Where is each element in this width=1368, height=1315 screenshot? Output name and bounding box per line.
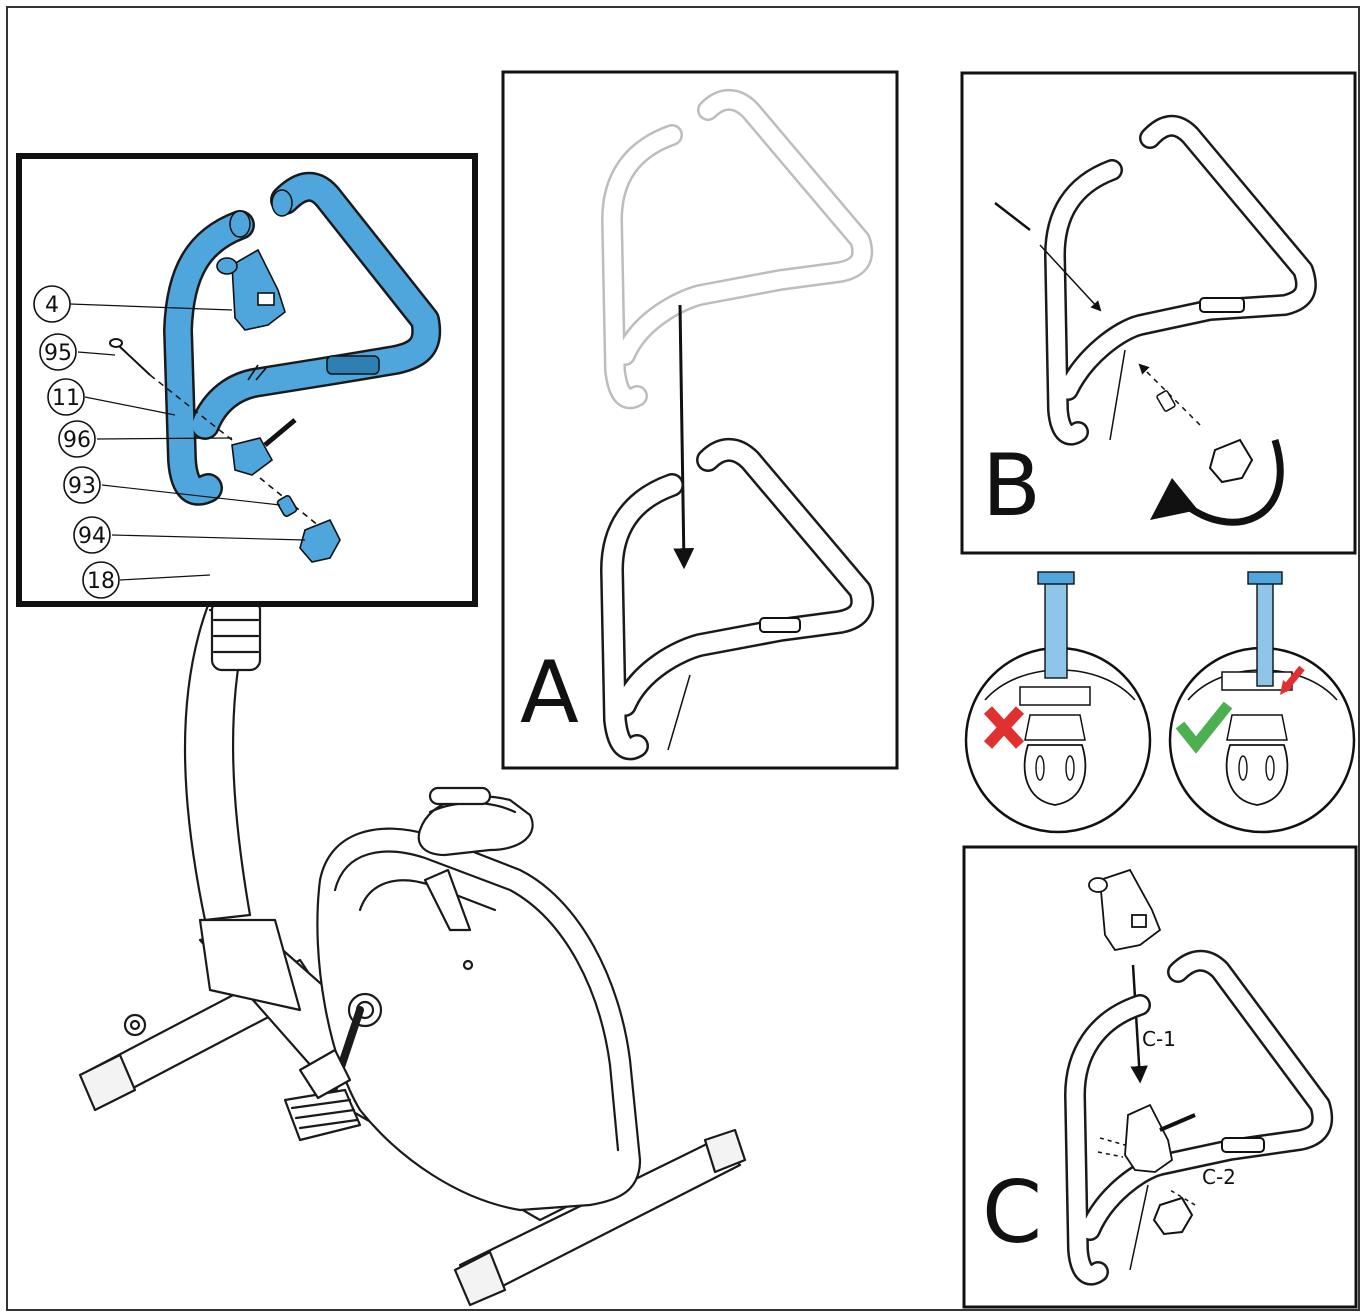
callout-circle <box>63 466 101 504</box>
panel-a-label: A <box>520 643 579 743</box>
callout-number: 4 <box>45 293 59 318</box>
callout-number: 96 <box>63 428 91 453</box>
cross-icon <box>983 706 1025 749</box>
callout-circle <box>33 285 71 323</box>
callout-circle <box>58 420 96 458</box>
part-callouts: 4 95 11 96 93 94 18 <box>33 285 120 599</box>
handlebar-clamp <box>231 364 297 476</box>
callout-number: 93 <box>68 474 96 499</box>
rotate-arrow <box>1177 438 1284 526</box>
c1-arrow <box>1130 964 1148 1084</box>
callout-number: 94 <box>78 524 106 549</box>
panel-b-label: B <box>982 436 1041 536</box>
c1-label: C-1 <box>1142 1027 1176 1051</box>
seat <box>417 786 534 932</box>
bolt-95 <box>109 338 233 441</box>
rear-stabilizer <box>453 1128 747 1307</box>
callout-number: 11 <box>52 386 80 411</box>
callout-circle <box>82 561 120 599</box>
flywheel-shroud <box>316 827 642 1212</box>
callout-number: 95 <box>44 341 72 366</box>
leader-lines <box>69 303 306 581</box>
step-a-panel: A <box>501 70 899 770</box>
cable-check-wrong <box>964 571 1152 834</box>
pedal-crank <box>283 1006 364 1142</box>
callout-number: 18 <box>87 569 115 594</box>
step-c-panel: C-1 C-2 C <box>962 845 1358 1309</box>
c2-label: C-2 <box>1202 1165 1236 1189</box>
panel-c-label: C <box>982 1163 1042 1263</box>
instruction-sheet <box>6 6 1360 1311</box>
checkmark-icon <box>1175 701 1233 754</box>
handlebar-assembly <box>163 171 442 506</box>
down-arrow <box>673 304 695 570</box>
upright-tube <box>183 586 302 1012</box>
callout-circle <box>39 333 77 371</box>
console-bracket <box>216 248 286 331</box>
callout-circle <box>73 516 111 554</box>
step-b-panel: B <box>960 71 1357 555</box>
cable-check-right <box>1168 571 1356 834</box>
exercise-bike <box>78 586 747 1307</box>
knob-94 <box>259 477 341 563</box>
callout-circle <box>47 378 85 416</box>
